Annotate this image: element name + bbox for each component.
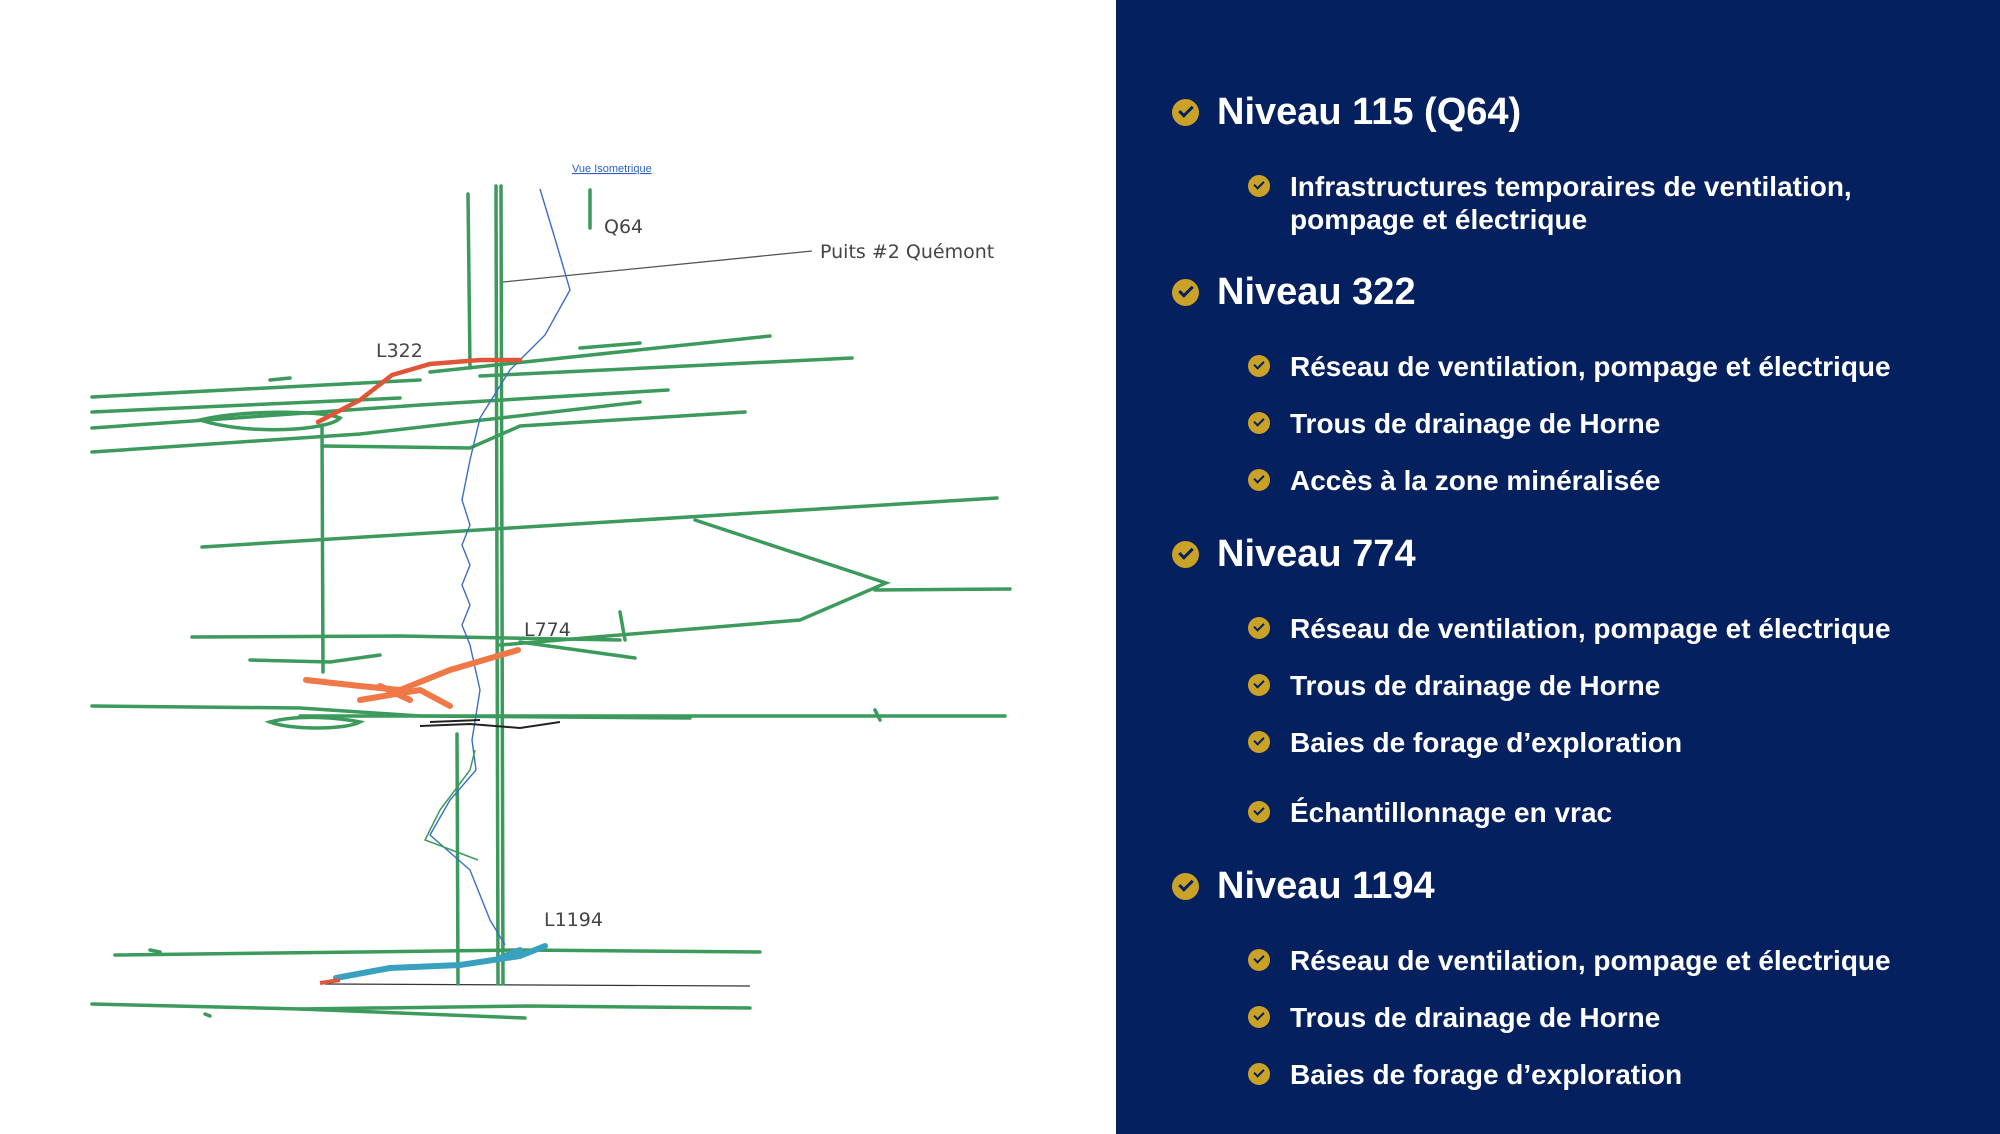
level-322-title: Niveau 322 bbox=[1217, 271, 1416, 313]
check-icon bbox=[1248, 731, 1270, 753]
check-icon bbox=[1248, 801, 1270, 823]
label-l322: L322 bbox=[376, 340, 423, 362]
level-1194-title: Niveau 1194 bbox=[1217, 865, 1435, 907]
check-icon bbox=[1248, 355, 1270, 377]
level-774-item-2: Trous de drainage de Horne bbox=[1248, 669, 1660, 702]
list-item-text: Échantillonnage en vrac bbox=[1290, 797, 1613, 828]
list-item-text: Accès à la zone minéralisée bbox=[1290, 465, 1661, 496]
base-line-1194 bbox=[324, 983, 751, 987]
check-icon bbox=[1248, 949, 1270, 971]
ramp-line bbox=[429, 188, 571, 946]
isometric-view-link[interactable]: Vue Isometrique bbox=[572, 163, 652, 175]
list-item-text: Trous de drainage de Horne bbox=[1290, 1002, 1661, 1033]
level-774-heading: Niveau 774 bbox=[1172, 530, 1416, 578]
list-item-text: Baies de forage d’exploration bbox=[1290, 727, 1683, 758]
level-774-item-4: Échantillonnage en vrac bbox=[1248, 796, 1612, 829]
levels-panel: Niveau 115 (Q64) Infrastructures tempora… bbox=[1116, 0, 2000, 1134]
level-774-item-3: Baies de forage d’exploration bbox=[1248, 726, 1682, 759]
list-item-text: Réseau de ventilation, pompage et électr… bbox=[1290, 945, 1891, 976]
label-shaft: Puits #2 Quémont bbox=[820, 241, 994, 263]
list-item-text: Baies de forage d’exploration bbox=[1290, 1059, 1683, 1090]
level-1194-item-2: Trous de drainage de Horne bbox=[1248, 1001, 1660, 1034]
label-q64: Q64 bbox=[604, 216, 643, 238]
check-icon bbox=[1248, 175, 1270, 197]
level-1194-drift bbox=[333, 943, 548, 981]
green-drifts bbox=[90, 184, 1012, 1020]
list-item-text: Réseau de ventilation, pompage et électr… bbox=[1290, 351, 1891, 382]
label-l1194: L1194 bbox=[544, 909, 603, 931]
level-322-drift bbox=[315, 357, 523, 425]
level-1194-item-3: Baies de forage d’exploration bbox=[1248, 1058, 1682, 1091]
level-322-heading: Niveau 322 bbox=[1172, 268, 1416, 316]
label-l774: L774 bbox=[524, 619, 571, 641]
check-icon bbox=[1172, 279, 1199, 306]
level-115-heading: Niveau 115 (Q64) bbox=[1172, 88, 1521, 136]
mine-isometric-diagram: Vue Isometrique bbox=[90, 163, 1012, 1020]
level-774-item-1: Réseau de ventilation, pompage et électr… bbox=[1248, 612, 1891, 645]
level-1194-tip bbox=[319, 978, 341, 985]
level-322-item-2: Trous de drainage de Horne bbox=[1248, 407, 1660, 440]
level-322-item-3: Accès à la zone minéralisée bbox=[1248, 464, 1660, 497]
list-item-text: Trous de drainage de Horne bbox=[1290, 670, 1661, 701]
mine-diagram-panel: Vue Isometrique bbox=[90, 163, 1012, 1020]
ramp-connector bbox=[423, 749, 479, 861]
check-icon bbox=[1248, 1063, 1270, 1085]
check-icon bbox=[1248, 617, 1270, 639]
check-icon bbox=[1248, 469, 1270, 491]
check-icon bbox=[1248, 412, 1270, 434]
level-115-item-1: Infrastructures temporaires de ventilati… bbox=[1248, 170, 1852, 236]
check-icon bbox=[1248, 674, 1270, 696]
check-icon bbox=[1172, 541, 1199, 568]
check-icon bbox=[1172, 873, 1199, 900]
check-icon bbox=[1172, 99, 1199, 126]
check-icon bbox=[1248, 1006, 1270, 1028]
level-322-item-1: Réseau de ventilation, pompage et électr… bbox=[1248, 350, 1891, 383]
level-1194-heading: Niveau 1194 bbox=[1172, 862, 1435, 910]
level-115-item-text: Infrastructures temporaires de ventilati… bbox=[1290, 171, 1852, 235]
list-item-text: Trous de drainage de Horne bbox=[1290, 408, 1661, 439]
shaft-line bbox=[502, 250, 813, 283]
level-774-drift bbox=[303, 647, 521, 709]
level-115-title: Niveau 115 (Q64) bbox=[1217, 91, 1522, 133]
level-1194-item-1: Réseau de ventilation, pompage et électr… bbox=[1248, 944, 1891, 977]
level-774-title: Niveau 774 bbox=[1217, 533, 1416, 575]
drill-marks bbox=[419, 719, 561, 730]
list-item-text: Réseau de ventilation, pompage et électr… bbox=[1290, 613, 1891, 644]
